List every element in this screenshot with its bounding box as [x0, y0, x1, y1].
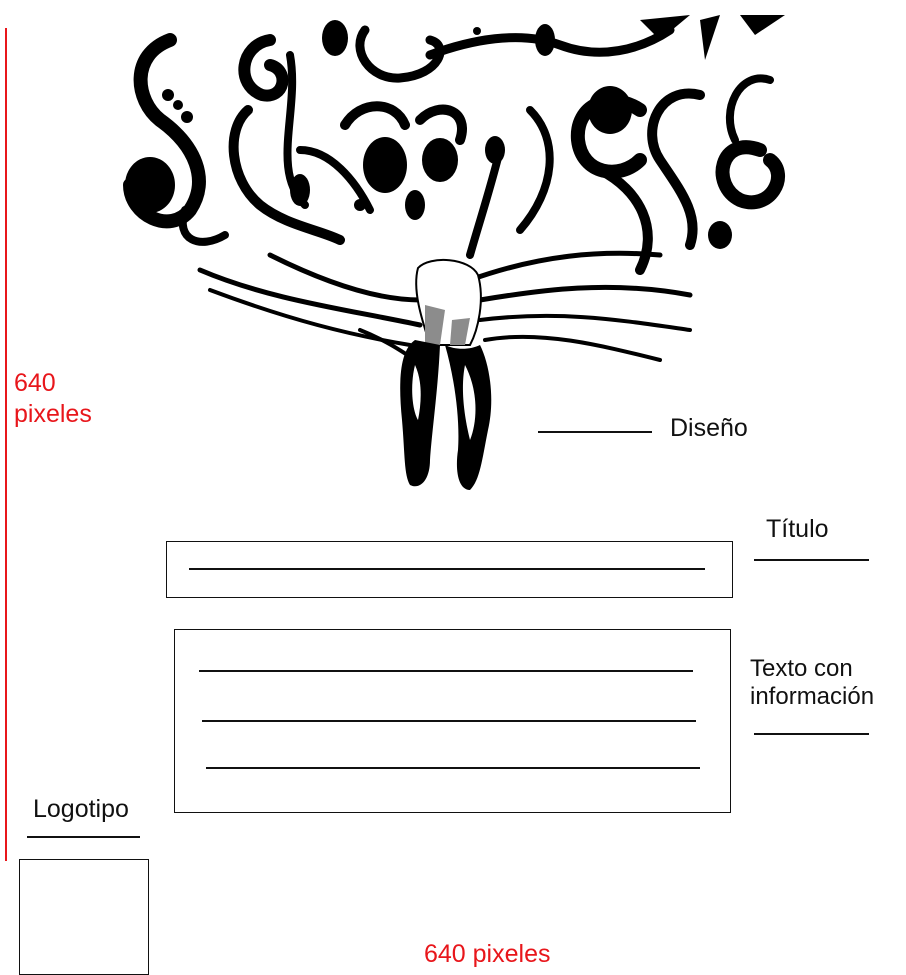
blob-left: [125, 157, 175, 213]
info-label-line1: Texto con: [750, 655, 853, 682]
info-placeholder-line-2: [202, 720, 696, 722]
blob-leaf-7: [422, 138, 458, 182]
logo-label-underline: [27, 836, 140, 838]
blob-right: [588, 86, 632, 134]
blob-leaf-4: [708, 221, 732, 249]
swirl-left: [123, 33, 206, 229]
skirt-shade-2: [450, 318, 470, 345]
top-right-spike-3: [700, 15, 720, 60]
width-dimension-label: 640 pixeles: [424, 940, 551, 968]
skirt-shade-1: [425, 305, 445, 345]
flow-line-5: [478, 313, 692, 332]
swirl-center-right: [415, 104, 467, 145]
swirl-left-lower: [178, 206, 229, 246]
pointe-shoe-left: [400, 340, 440, 487]
blob-leaf-5: [535, 24, 555, 56]
title-label-underline: [754, 559, 869, 561]
flow-line-1: [197, 267, 423, 328]
swirl-3: [228, 105, 345, 245]
swirl-mid-right-2: [516, 106, 554, 234]
height-label-unit: pixeles: [14, 400, 92, 429]
dot-3: [181, 111, 193, 123]
blob-leaf-6: [363, 137, 407, 193]
logo-label: Logotipo: [33, 795, 129, 823]
shoe-highlight-left: [412, 365, 421, 420]
title-label: Título: [766, 515, 829, 543]
blob-leaf-1: [290, 174, 310, 206]
flow-line-6: [483, 334, 662, 362]
design-label: Diseño: [670, 414, 748, 442]
height-dimension-label: 640 pixeles: [14, 368, 92, 431]
swirl-top-right-arc: [425, 25, 675, 60]
logo-box: [19, 859, 149, 975]
design-leader-line: [538, 431, 652, 433]
swirl-2: [238, 34, 289, 102]
swirl-right-4: [726, 74, 774, 144]
dot-2: [173, 100, 183, 110]
dot-5: [354, 199, 366, 211]
swirl-right-5: [595, 165, 653, 275]
swirl-mid-right: [466, 146, 504, 259]
title-placeholder-line: [189, 568, 705, 570]
height-label-value: 640: [14, 369, 56, 397]
swirl-mid-left: [296, 146, 374, 214]
blob-top: [322, 20, 348, 56]
flow-line-7: [467, 250, 663, 283]
info-placeholder-line-3: [206, 767, 700, 769]
swirl-right-2: [647, 88, 705, 250]
title-box: [166, 541, 733, 598]
shoe-highlight-right: [462, 365, 476, 440]
info-placeholder-line-1: [199, 670, 693, 672]
swirl-right-3: [715, 140, 785, 210]
top-right-spike-1: [640, 15, 690, 40]
flow-line-3: [267, 252, 423, 303]
info-label-underline: [754, 733, 869, 735]
dot-4: [473, 27, 481, 35]
swirl-center-left: [340, 101, 410, 130]
blob-leaf-2: [405, 190, 425, 220]
top-right-spike-2: [740, 15, 785, 35]
flow-line-4: [477, 284, 693, 303]
blob-leaf-3: [485, 136, 505, 164]
info-label-line2: información: [750, 682, 875, 710]
info-label: Texto con información: [750, 655, 874, 710]
height-dimension-line: [5, 28, 7, 861]
info-text-box: [174, 629, 731, 813]
dot-1: [162, 89, 174, 101]
ballerina-figure: [400, 258, 492, 490]
